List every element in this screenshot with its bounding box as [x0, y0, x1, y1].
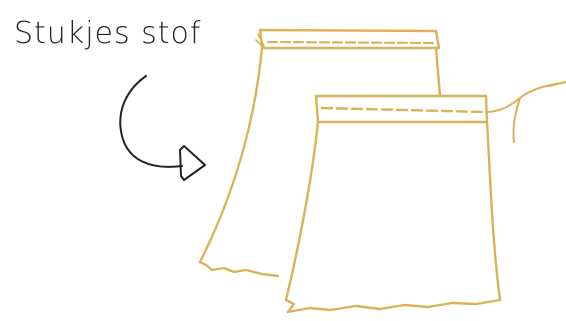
- fabric-back-right-edge: [436, 48, 440, 96]
- arrow-head: [180, 146, 205, 180]
- fabric-piece-front: [286, 82, 566, 312]
- curved-arrow-icon: [120, 76, 205, 180]
- fabric-back-stitches: [268, 42, 434, 43]
- fabric-back-outline: [260, 30, 439, 48]
- arrow-shaft: [120, 76, 182, 167]
- fabric-back-left-edge: [200, 48, 278, 276]
- fabric-front-fill: [288, 96, 500, 312]
- thread-tail: [486, 84, 556, 142]
